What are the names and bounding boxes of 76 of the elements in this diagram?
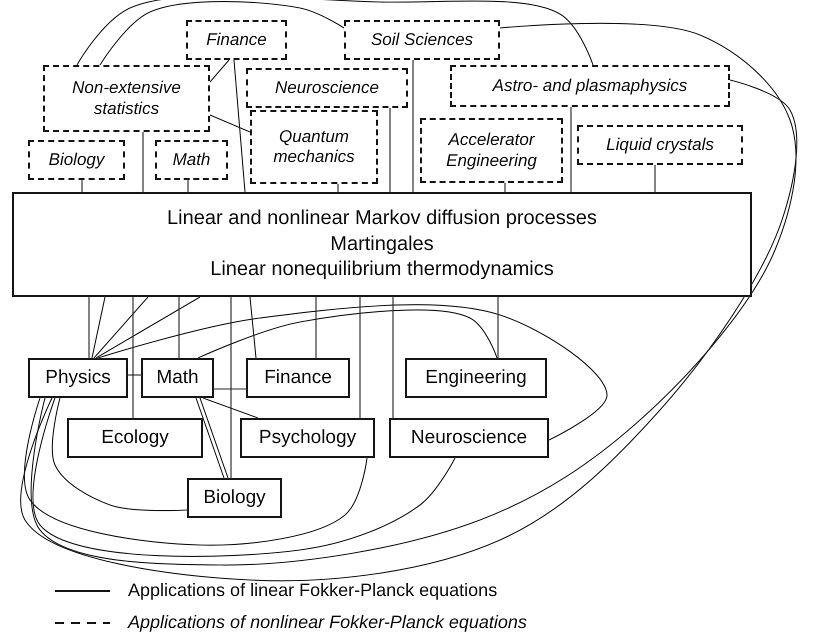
connector-line: [94, 296, 148, 358]
connector-line: [210, 114, 250, 132]
node-label: Psychology: [258, 427, 356, 449]
connector-line: [32, 398, 456, 557]
node-label: Astro- and plasmaphysics: [492, 76, 688, 96]
connector-line: [76, 0, 594, 66]
connector-line: [24, 398, 368, 546]
nonlinear-application-box: [250, 110, 378, 184]
legend-label: Applications of nonlinear Fokker-Planck equations: [128, 612, 527, 633]
node-label: Linear nonequilibrium thermodynamics: [210, 257, 554, 282]
nonlinear-application-box: [344, 20, 500, 60]
connector-line: [337, 184, 339, 192]
nonlinear-application-box: [28, 140, 125, 180]
connector-line: [81, 180, 83, 192]
connector-line: [392, 297, 394, 418]
nonlinear-application-box: [577, 125, 743, 165]
connector-line: [249, 296, 257, 358]
connector-line: [187, 180, 189, 192]
connector-line: [202, 397, 258, 419]
connector-line: [233, 60, 246, 192]
connector-line: [570, 107, 572, 192]
nonlinear-application-box: [155, 140, 228, 180]
connector-line: [52, 398, 188, 512]
nonlinear-application-box: [450, 65, 730, 107]
node-label: Biology: [203, 487, 266, 509]
linear-application-box: [28, 358, 128, 398]
connector-line: [98, 304, 608, 440]
connector-line: [91, 296, 106, 358]
linear-application-box: [389, 418, 549, 458]
connector-line: [504, 183, 506, 192]
connector-line: [198, 309, 498, 358]
node-label: Liquid crystals: [606, 134, 714, 156]
node-label: Martingales: [330, 232, 434, 257]
connector-line: [100, 1, 344, 66]
nonlinear-application-box: [246, 68, 408, 108]
node-label: Neuroscience: [275, 78, 379, 98]
connector-line: [654, 165, 656, 192]
node-label: Math: [156, 367, 199, 389]
node-label: Linear and nonlinear Markov diffusion processes: [167, 206, 597, 232]
connector-line: [315, 297, 317, 358]
connector-line: [497, 297, 499, 358]
linear-application-box: [141, 358, 214, 398]
connector-line: [230, 297, 232, 478]
nonlinear-application-box: [43, 65, 210, 132]
linear-application-box: [187, 478, 282, 518]
connector-line: [178, 297, 180, 358]
node-label: Finance: [206, 30, 267, 50]
connector-line: [128, 374, 141, 376]
legend-label: Applications of linear Fokker-Planck equations: [128, 580, 498, 601]
node-label: Biology: [48, 150, 104, 170]
node-label: Ecology: [101, 427, 169, 449]
nonlinear-application-box: [186, 20, 287, 60]
linear-application-box: [405, 358, 547, 398]
connector-line: [359, 297, 361, 418]
linear-application-box: [67, 418, 203, 458]
linear-application-box: [240, 418, 375, 458]
node-label: Physics: [45, 367, 111, 389]
connector-line: [210, 60, 230, 82]
connector-line: [389, 108, 391, 192]
node-label: Accelerator Engineering: [445, 130, 538, 171]
connector-line: [142, 132, 144, 192]
linear-application-box: [246, 358, 350, 398]
node-label: Quantum mechanics: [272, 126, 356, 168]
connector-line: [96, 296, 200, 358]
node-label: Finance: [264, 367, 332, 389]
node-label: Soil Sciences: [370, 30, 474, 50]
node-label: Non-extensive statistics: [71, 78, 182, 119]
topic-box: [12, 192, 752, 297]
connector-line: [412, 60, 414, 192]
connector-line: [214, 388, 246, 390]
connector-line: [132, 297, 134, 418]
node-label: Neuroscience: [410, 427, 528, 449]
connector-line: [88, 297, 90, 358]
node-label: Engineering: [425, 367, 527, 389]
nonlinear-application-box: [420, 118, 563, 183]
node-label: Math: [172, 150, 210, 170]
